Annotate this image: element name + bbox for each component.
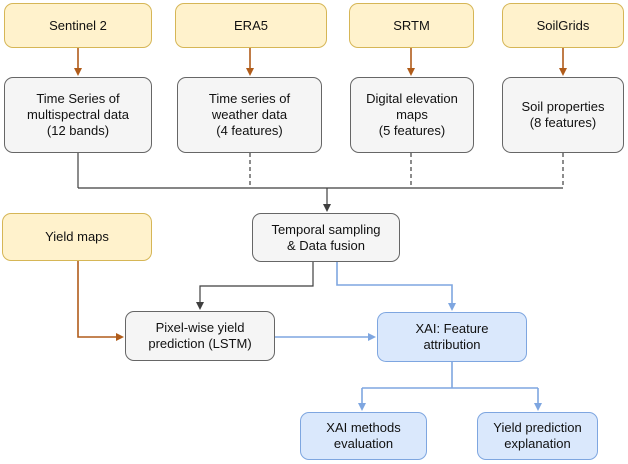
node-sentinel2-label: Sentinel 2 bbox=[49, 17, 107, 33]
node-sentinel2: Sentinel 2 bbox=[4, 3, 152, 48]
node-srtm-label: SRTM bbox=[393, 17, 430, 33]
node-weather-data-label: Time series of weather data (4 features) bbox=[208, 91, 291, 138]
node-yield-prediction-explanation: Yield prediction explanation bbox=[477, 412, 598, 460]
node-temporal-sampling-fusion: Temporal sampling & Data fusion bbox=[252, 213, 400, 262]
node-temporal-sampling-fusion-label: Temporal sampling & Data fusion bbox=[271, 221, 381, 253]
node-era5-label: ERA5 bbox=[234, 17, 268, 33]
node-soilgrids-label: SoilGrids bbox=[536, 17, 590, 33]
node-soilgrids: SoilGrids bbox=[502, 3, 624, 48]
node-era5: ERA5 bbox=[175, 3, 327, 48]
node-yield-maps-label: Yield maps bbox=[45, 229, 109, 244]
node-soil-properties: Soil properties (8 features) bbox=[502, 77, 624, 153]
node-xai-methods-evaluation: XAI methods evaluation bbox=[300, 412, 427, 460]
node-lstm-prediction-label: Pixel-wise yield prediction (LSTM) bbox=[148, 320, 252, 351]
node-multispectral-data-label: Time Series of multispectral data (12 ba… bbox=[27, 91, 129, 138]
node-srtm: SRTM bbox=[349, 3, 474, 48]
arrow-yieldmaps-to-lstm bbox=[77, 261, 124, 341]
node-elevation-maps-label: Digital elevation maps (5 features) bbox=[366, 91, 458, 138]
arrow-fusion-to-xai bbox=[336, 262, 456, 311]
arrow-fusion-to-lstm bbox=[196, 262, 314, 310]
node-elevation-maps: Digital elevation maps (5 features) bbox=[350, 77, 474, 153]
node-yield-prediction-explanation-label: Yield prediction explanation bbox=[493, 420, 582, 451]
node-yield-maps: Yield maps bbox=[2, 213, 152, 261]
node-lstm-prediction: Pixel-wise yield prediction (LSTM) bbox=[125, 311, 275, 361]
node-xai-methods-evaluation-label: XAI methods evaluation bbox=[326, 420, 401, 451]
node-weather-data: Time series of weather data (4 features) bbox=[177, 77, 322, 153]
node-multispectral-data: Time Series of multispectral data (12 ba… bbox=[4, 77, 152, 153]
node-soil-properties-label: Soil properties (8 features) bbox=[521, 99, 605, 130]
node-xai-feature-attribution-label: XAI: Feature attribution bbox=[415, 321, 489, 352]
node-xai-feature-attribution: XAI: Feature attribution bbox=[377, 312, 527, 362]
